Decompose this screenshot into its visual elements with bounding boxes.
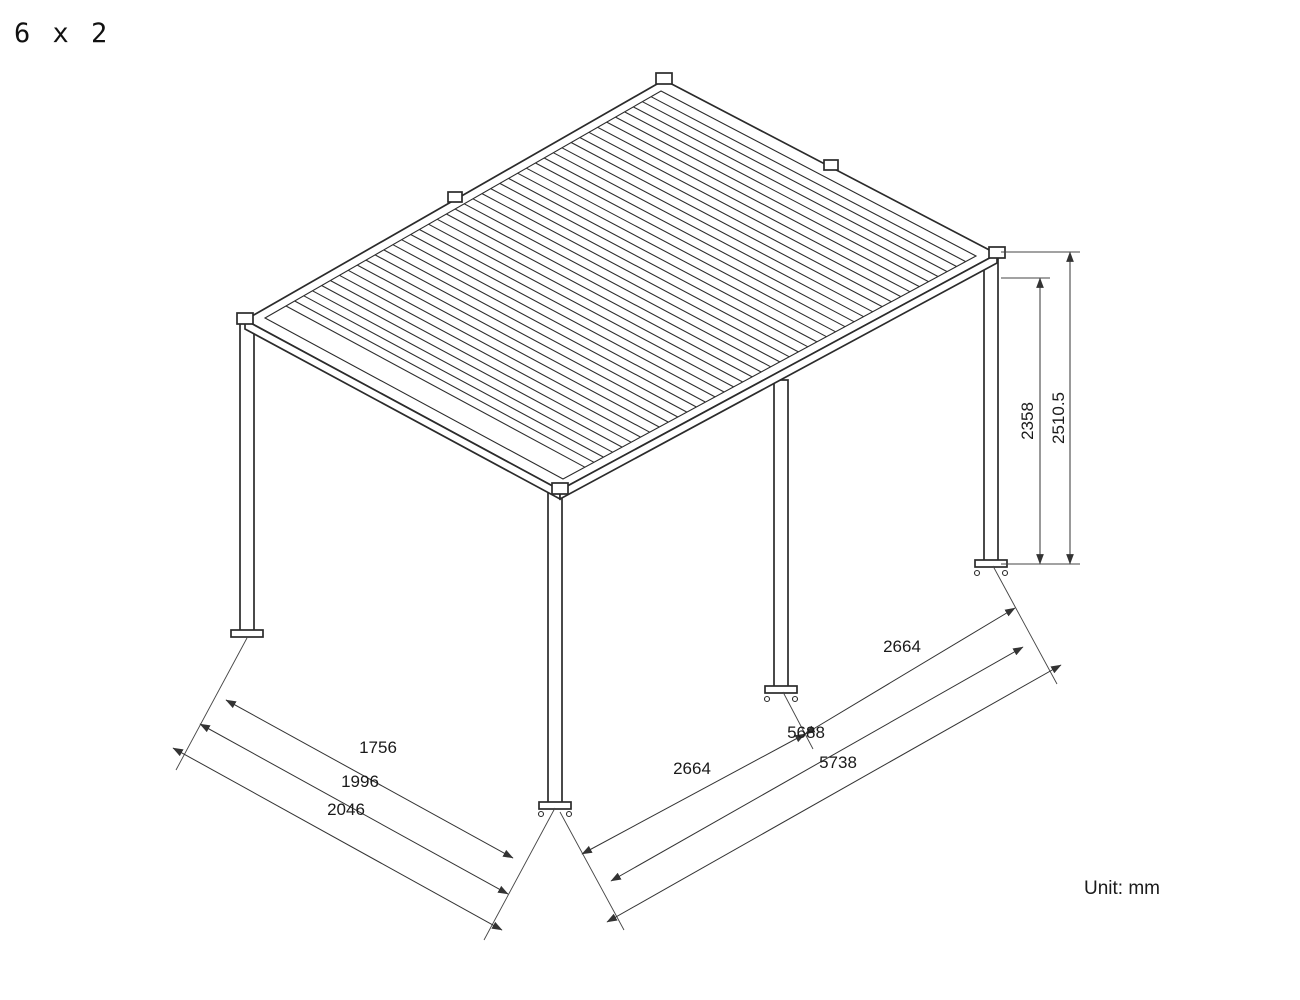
- dimension-lines: [172, 251, 1074, 931]
- dim-label-bay-front: 2664: [673, 759, 711, 778]
- roof-louvers: [285, 96, 966, 468]
- roof-corner-brackets: [236, 72, 1006, 495]
- dim-label-overall-height: 2510.5: [1049, 392, 1068, 444]
- unit-label: Unit: mm: [1084, 878, 1160, 899]
- post-left: [230, 321, 264, 638]
- post-front: [537, 487, 573, 818]
- dim-line-width-overall: [172, 747, 503, 931]
- post-middle: [763, 379, 799, 703]
- dim-label-width-mid: 1996: [341, 772, 379, 791]
- roof-fascia-right: [559, 252, 998, 501]
- dim-label-bay-right: 2664: [883, 637, 921, 656]
- dim-label-length-inner: 5688: [787, 723, 825, 742]
- dim-label-width-inner: 1756: [359, 738, 397, 757]
- pergola-roof: [236, 72, 1006, 501]
- dim-label-length-overall: 5738: [819, 753, 857, 772]
- dim-label-width-overall: 2046: [327, 800, 365, 819]
- post-right: [973, 255, 1009, 577]
- dim-label-post-height: 2358: [1018, 402, 1037, 440]
- roof-inner-frame: [263, 90, 978, 480]
- dim-line-bay-front: [581, 733, 806, 855]
- dimension-labels: 1756 1996 2046 2664 2664 5688 5738 2358 …: [327, 392, 1068, 819]
- dim-line-length-overall: [606, 664, 1062, 923]
- drawing-title: 6 x 2: [14, 18, 111, 49]
- dim-line-bay-right: [804, 607, 1016, 735]
